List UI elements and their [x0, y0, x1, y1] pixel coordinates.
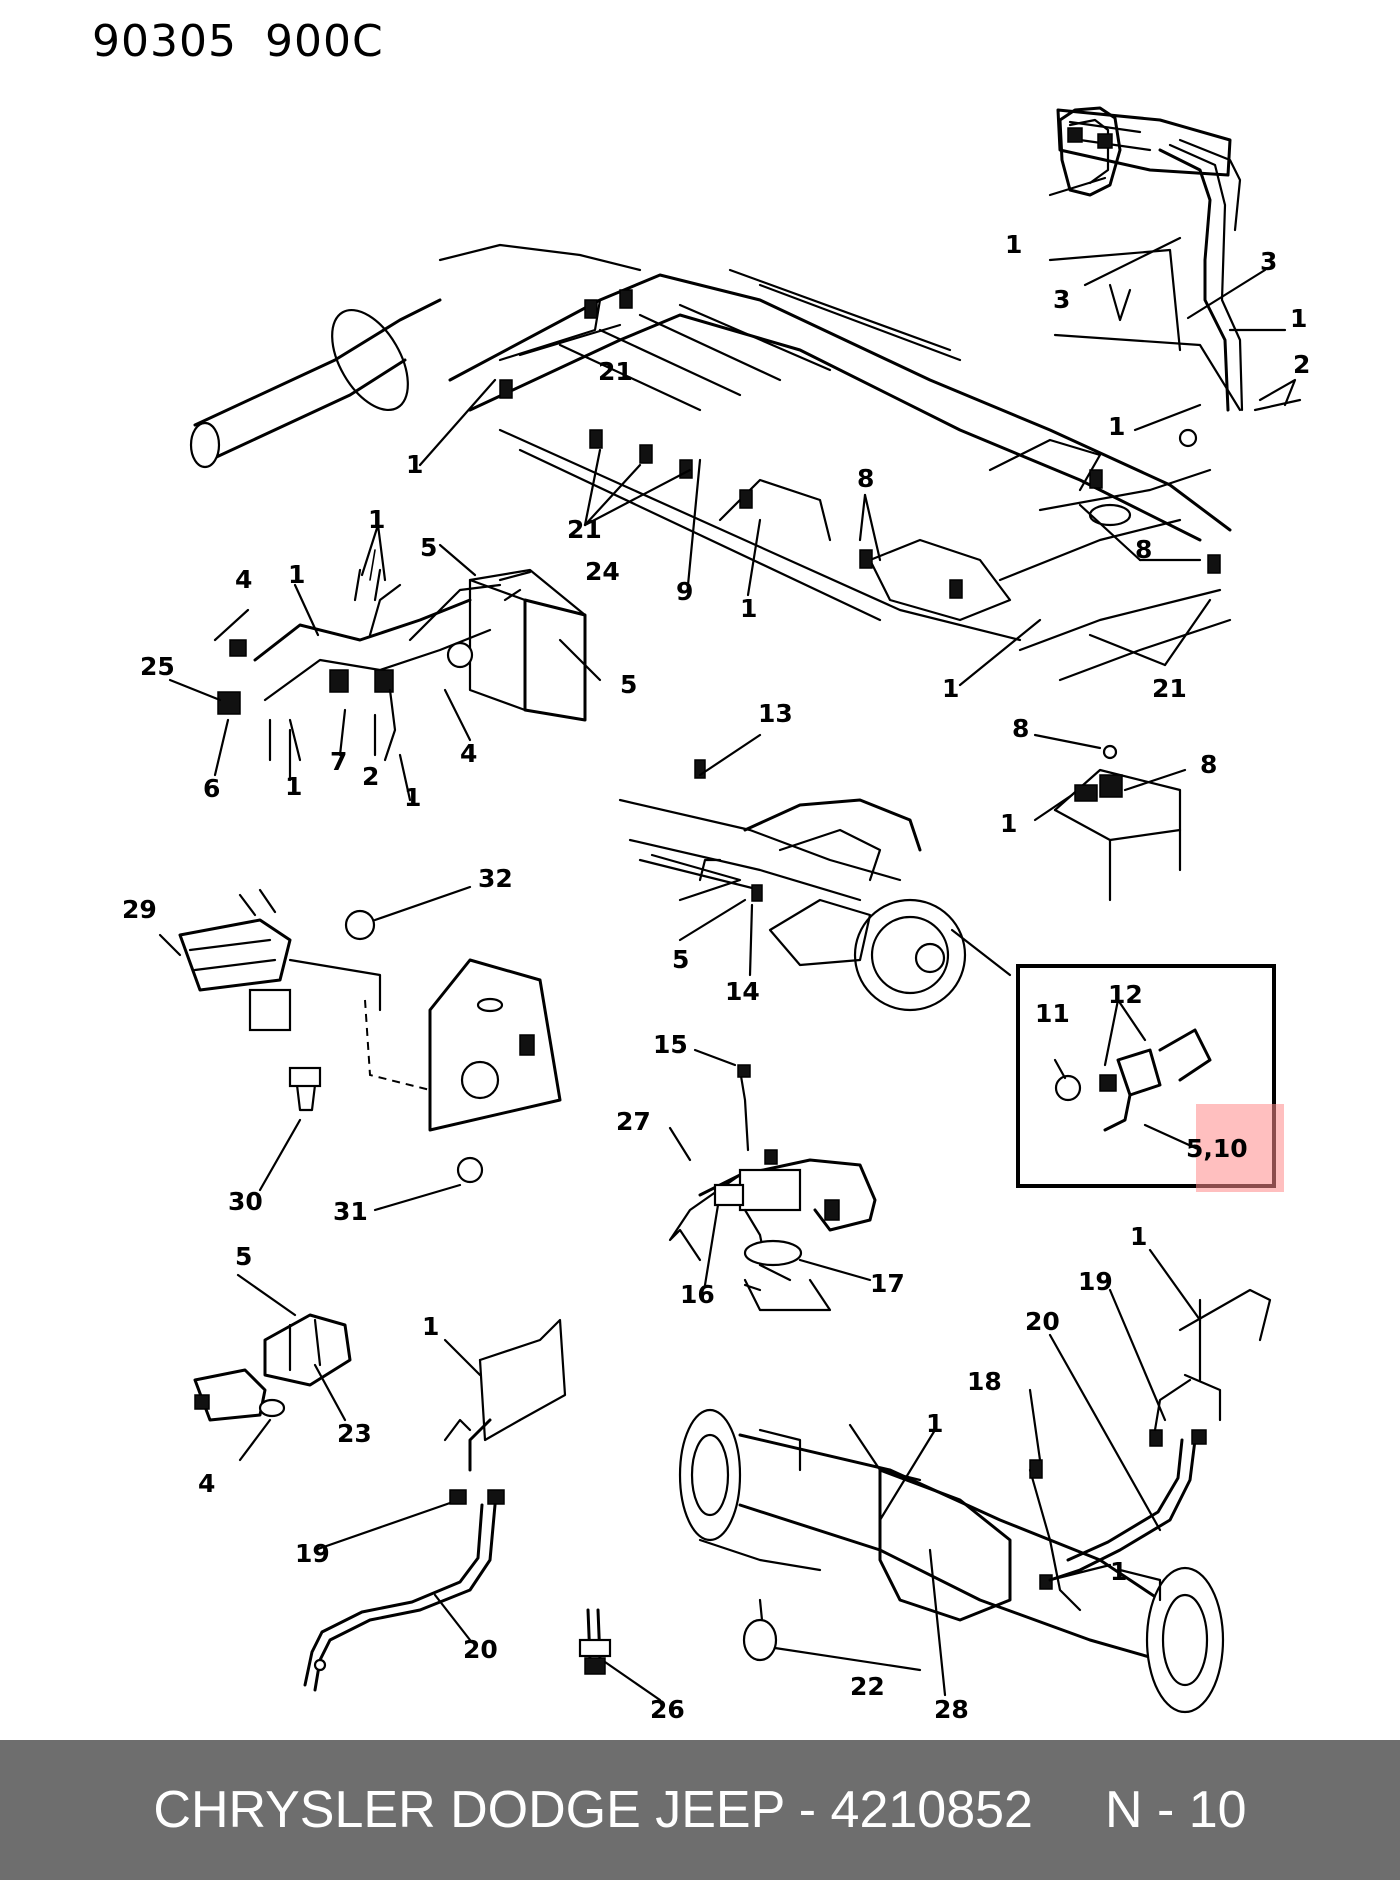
callout-1: 1 [1130, 1222, 1147, 1251]
callout-24: 24 [585, 557, 620, 586]
proportioning-bracket-assembly [168, 523, 602, 802]
callout-labels: 1 3 3 1 2 1 21 1 21 9 1 8 8 1 21 1 5 24 … [122, 230, 1310, 1724]
callout-31: 31 [333, 1197, 368, 1226]
callout-27: 27 [616, 1107, 651, 1136]
callout-14: 14 [725, 977, 760, 1006]
callout-3: 3 [1260, 247, 1277, 276]
callout-8: 8 [1135, 535, 1152, 564]
callout-11: 11 [1035, 999, 1070, 1028]
footer-part-number: CHRYSLER DODGE JEEP - 4210852 [153, 1781, 1033, 1839]
callout-1: 1 [1005, 230, 1022, 259]
callout-7: 7 [330, 747, 347, 776]
rear-axle-assembly [678, 1248, 1272, 1714]
callout-2: 2 [1293, 350, 1310, 379]
bleeder-screw [578, 1608, 662, 1702]
callout-20: 20 [1025, 1307, 1060, 1336]
callout-30: 30 [228, 1187, 263, 1216]
callout-17: 17 [870, 1269, 905, 1298]
junction-block-bracket [1033, 733, 1187, 902]
callout-23: 23 [337, 1419, 372, 1448]
callout-5: 5 [420, 533, 437, 562]
callout-1: 1 [288, 560, 305, 589]
callout-4: 4 [460, 739, 477, 768]
callout-4: 4 [235, 565, 252, 594]
callout-1: 1 [1000, 809, 1017, 838]
diagram-code-1: 90305 [92, 16, 237, 67]
callout-5: 5 [235, 1242, 252, 1271]
callout-1: 1 [368, 505, 385, 534]
rear-hose-assembly-left [303, 1318, 567, 1692]
callout-5: 5 [672, 945, 689, 974]
callout-29: 29 [122, 895, 157, 924]
master-cylinder-assembly [1048, 106, 1302, 448]
callout-13: 13 [758, 699, 793, 728]
callout-3: 3 [1053, 285, 1070, 314]
rear-bracket-assembly [193, 1273, 352, 1462]
callout-20: 20 [463, 1635, 498, 1664]
callout-1: 1 [1108, 412, 1125, 441]
callout-21: 21 [567, 515, 602, 544]
callout-8: 8 [1200, 750, 1217, 779]
callout-25: 25 [140, 652, 175, 681]
underbody-frame-assembly [189, 243, 1232, 687]
callout-22: 22 [850, 1672, 885, 1701]
diagram-header: 90305 900C [92, 16, 412, 67]
callout-1: 1 [740, 594, 757, 623]
footer-page-reference: N - 10 [1104, 1781, 1247, 1839]
callout-1: 1 [1110, 1557, 1127, 1586]
callout-16: 16 [680, 1280, 715, 1309]
callout-26: 26 [650, 1695, 685, 1724]
callout-1: 1 [1290, 304, 1307, 333]
callout-1: 1 [422, 1312, 439, 1341]
callout-19: 19 [295, 1539, 330, 1568]
callout-12: 12 [1108, 980, 1143, 1009]
callout-2: 2 [362, 762, 379, 791]
callout-28: 28 [934, 1695, 969, 1724]
callout-19: 19 [1078, 1267, 1113, 1296]
callout-6: 6 [203, 774, 220, 803]
callout-1: 1 [285, 772, 302, 801]
brake-line-parts-diagram: 1 3 3 1 2 1 21 1 21 9 1 8 8 1 21 1 5 24 … [122, 106, 1310, 1724]
highlight-5-10 [1196, 1104, 1284, 1192]
callout-21: 21 [1152, 674, 1187, 703]
callout-5-10: 5,10 [1186, 1134, 1248, 1163]
callout-1: 1 [926, 1409, 943, 1438]
callout-8: 8 [857, 464, 874, 493]
callout-1: 1 [942, 674, 959, 703]
callout-15: 15 [653, 1030, 688, 1059]
callout-5: 5 [620, 670, 637, 699]
diagram-code-2: 900C [264, 16, 384, 67]
callout-9: 9 [676, 577, 693, 606]
callout-1: 1 [404, 783, 421, 812]
junction-hose-assembly [668, 1048, 877, 1312]
callout-8: 8 [1012, 714, 1029, 743]
callout-4: 4 [198, 1469, 215, 1498]
callout-32: 32 [478, 864, 513, 893]
callout-21: 21 [598, 357, 633, 386]
callout-1: 1 [406, 450, 423, 479]
inset-detail-box [1016, 964, 1276, 1188]
callout-18: 18 [967, 1367, 1002, 1396]
front-rotor-assembly [618, 733, 1012, 1012]
combination-valve-assembly [158, 885, 562, 1212]
footer-bar: CHRYSLER DODGE JEEP - 4210852 N - 10 [0, 1740, 1400, 1880]
